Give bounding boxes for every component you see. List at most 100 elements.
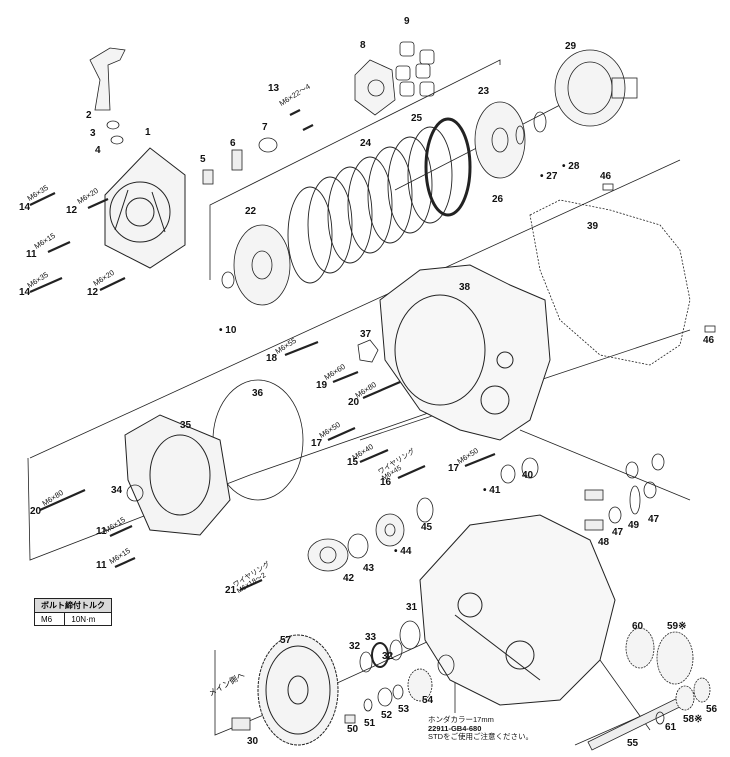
part-number: 23 <box>478 86 490 97</box>
clutch-hub-22 <box>233 224 291 306</box>
washer-53 <box>392 684 404 700</box>
part-number: 37 <box>360 329 372 340</box>
clutch-plates <box>287 117 472 284</box>
circlip-32 <box>359 651 373 673</box>
bolt-50 <box>344 714 356 724</box>
part-number: 14 <box>19 287 31 298</box>
part-number: 24 <box>360 138 372 149</box>
part-number: 20 <box>30 506 42 517</box>
honda-collar-note: ホンダカラー17mm 22911-GB4-680 STDをご使用ご注意ください。 <box>428 715 533 742</box>
part-number: 38 <box>459 282 471 293</box>
part-number: 11 <box>26 249 37 260</box>
primary-gear-57 <box>257 634 339 746</box>
part-number: 45 <box>421 522 433 533</box>
part-number: 51 <box>364 718 376 729</box>
note-line: ホンダカラー17mm <box>428 715 494 724</box>
pressure-plate-8 <box>354 59 396 116</box>
spring-45 <box>416 497 434 523</box>
clutch-springs-9 <box>395 41 435 97</box>
part-number: 14 <box>19 202 31 213</box>
part-number: 2 <box>86 110 92 121</box>
dowel-46b <box>704 325 716 333</box>
torque-value: 10N·m <box>64 612 112 626</box>
washer-47 <box>608 506 622 524</box>
part-number: 57 <box>280 635 292 646</box>
dowel-46 <box>602 183 614 191</box>
washer-47b <box>643 481 657 499</box>
part-number: 9 <box>404 16 410 27</box>
part-number: 1 <box>145 127 151 138</box>
collar-30 <box>231 717 251 731</box>
part-number: 54 <box>422 695 434 706</box>
note-line: STDをご使用ご注意ください。 <box>428 732 533 742</box>
kick-lever-2 <box>89 47 126 111</box>
washer-47d <box>625 461 639 479</box>
part-number: 60 <box>632 621 644 632</box>
spring-49 <box>629 485 641 515</box>
circlip-4 <box>110 135 124 145</box>
clutch-outer-29 <box>554 49 638 127</box>
part-number: 58※ <box>683 714 703 725</box>
part-number: 33 <box>365 632 377 643</box>
gasket-39 <box>529 199 691 366</box>
part-number: 49 <box>628 520 640 531</box>
part-number: 13 <box>268 83 280 94</box>
part-number: 42 <box>343 573 355 584</box>
gear-58 <box>675 685 695 711</box>
part-number: 29 <box>565 41 577 52</box>
ring-33 <box>371 642 389 668</box>
part-number: 46 <box>703 335 715 346</box>
note-line: 22911-GB4-680 <box>428 723 482 733</box>
crankcase-lower <box>419 514 616 706</box>
part-number: • 28 <box>562 161 580 172</box>
part-number: 7 <box>262 122 268 133</box>
circlip-32b <box>389 639 403 661</box>
crankcase-38 <box>379 264 551 441</box>
bracket-37 <box>357 339 379 363</box>
part-number: 50 <box>347 724 359 735</box>
part-number: 32 <box>382 651 394 662</box>
part-number: 36 <box>252 388 264 399</box>
torque-table: ボルト締付トルク M6 10N·m <box>33 598 112 626</box>
housing-42 <box>307 538 349 572</box>
part-number: 21 <box>225 585 237 596</box>
part-number: 55 <box>627 738 639 749</box>
kick-shaft-55 <box>587 691 695 751</box>
seal-34 <box>126 484 144 502</box>
washer-28 <box>533 111 547 133</box>
gear-52 <box>377 687 393 707</box>
part-number: 25 <box>411 113 423 124</box>
part-number: 34 <box>111 485 123 496</box>
part-number: 18 <box>266 353 278 364</box>
part-number: 12 <box>66 205 78 216</box>
part-number: 16 <box>380 477 392 488</box>
o-ring-43 <box>347 533 369 559</box>
part-number: • 41 <box>483 485 501 496</box>
torque-size: M6 <box>33 612 66 626</box>
part-number: 46 <box>600 171 612 182</box>
part-number: 3 <box>90 128 96 139</box>
washer-10 <box>221 271 235 289</box>
clutch-cover-1 <box>104 147 186 269</box>
part-number: 35 <box>180 420 192 431</box>
part-number: 30 <box>247 736 259 747</box>
part-number: • 27 <box>540 171 558 182</box>
part-number: 6 <box>230 138 236 149</box>
part-number: 47 <box>612 527 624 538</box>
part-number: 53 <box>398 704 410 715</box>
guide-line <box>209 59 501 280</box>
pin-5 <box>202 169 214 185</box>
part-number: 47 <box>648 514 660 525</box>
part-number: 12 <box>87 287 99 298</box>
drive-gear <box>407 668 433 702</box>
part-number: 8 <box>360 40 366 51</box>
washer-47c <box>651 453 665 471</box>
part-number: 11 <box>96 526 107 537</box>
part-number: 17 <box>448 463 460 474</box>
gear-56 <box>693 677 711 703</box>
clutch-center-23 <box>474 101 526 179</box>
oil-filter-44 <box>375 513 405 547</box>
plug-40 <box>521 457 539 479</box>
part-number: 5 <box>200 154 206 165</box>
part-number: 11 <box>96 560 107 571</box>
